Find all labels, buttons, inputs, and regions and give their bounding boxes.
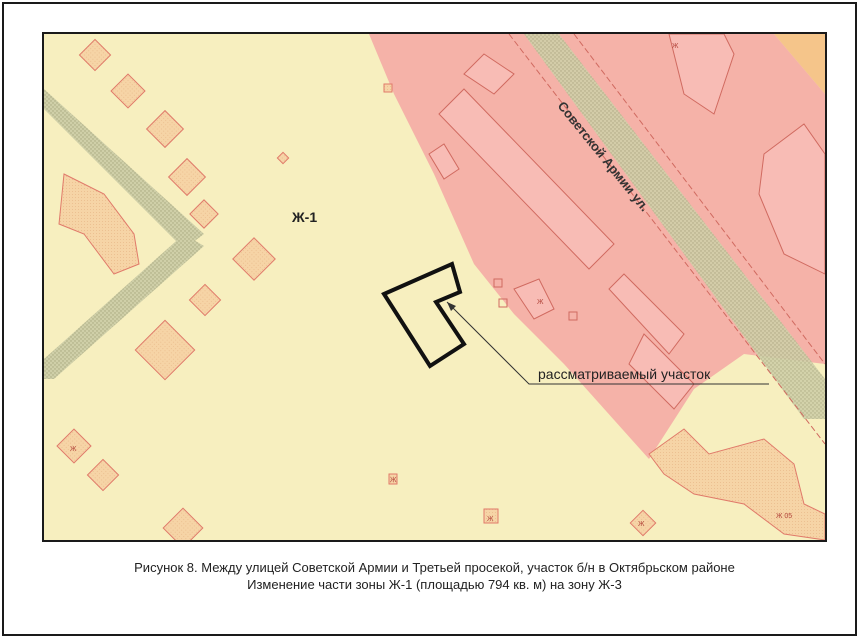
small-label: Ж (487, 516, 494, 523)
figure-caption: Рисунок 8. Между улицей Советской Армии … (4, 559, 861, 593)
street-road (524, 34, 825, 419)
small-labels: Ж Ж Ж Ж Ж Ж Ж 05 (70, 43, 792, 528)
buildings-left (56, 38, 657, 540)
small-label: Ж (390, 477, 397, 484)
street-edge-2 (573, 34, 825, 365)
target-parcel[interactable] (381, 261, 467, 369)
caption-line-2: Изменение части зоны Ж-1 (площадью 794 к… (247, 577, 622, 592)
callout-leader (446, 301, 769, 385)
callout-label: рассматриваемый участок (538, 366, 711, 382)
zoning-map: Ж Ж Ж Ж Ж Ж Ж 05 Ж-1 Советской Армии ул.… (42, 32, 827, 542)
small-label: Ж (672, 43, 679, 50)
small-label: Ж (537, 299, 544, 306)
small-label: Ж (638, 521, 645, 528)
callout-arrowhead (447, 302, 456, 311)
small-label: Ж 05 (776, 513, 792, 520)
small-parcels (493, 278, 578, 321)
street-edge-1 (508, 34, 825, 445)
small-label: Ж (70, 446, 77, 453)
caption-line-1: Рисунок 8. Между улицей Советской Армии … (134, 560, 735, 575)
zone-label: Ж-1 (291, 209, 317, 225)
road-left-lower (44, 234, 204, 379)
buildings-pink (428, 34, 825, 410)
road-left-upper (44, 89, 204, 249)
buildings-bottom-right (648, 428, 825, 540)
